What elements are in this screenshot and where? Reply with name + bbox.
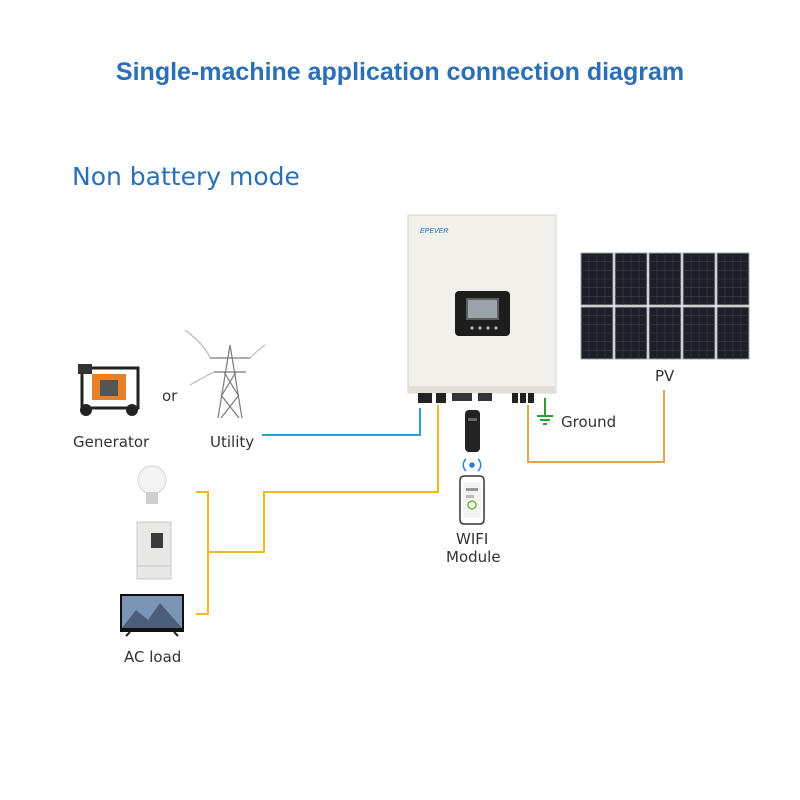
- pv-label: PV: [655, 367, 675, 385]
- inverter-icon: EPEVER: [407, 214, 557, 403]
- svg-text:EPEVER: EPEVER: [420, 228, 448, 235]
- ac-load-label: AC load: [124, 648, 182, 666]
- ac-load-bus-line: [196, 491, 209, 615]
- wifi-dongle-icon: [465, 410, 480, 452]
- ground-icon: [537, 398, 553, 425]
- wifi-label: WIFI: [456, 530, 489, 548]
- generator-icon: [78, 364, 140, 416]
- utility-connection-line: [262, 408, 421, 436]
- mode-subtitle: Non battery mode: [72, 162, 300, 191]
- light-bulb-icon: [137, 465, 167, 504]
- generator-label: Generator: [73, 433, 150, 451]
- power-pylon-icon: [184, 329, 266, 419]
- solar-panel-icon: [580, 252, 750, 360]
- module-label: Module: [446, 548, 501, 566]
- ground-label: Ground: [561, 413, 617, 431]
- ac-load-connection-line: [208, 405, 439, 553]
- refrigerator-icon: [136, 521, 172, 580]
- or-label: or: [162, 387, 178, 405]
- smartphone-icon: [459, 475, 485, 525]
- utility-label: Utility: [210, 433, 255, 451]
- pv-connection-line: [527, 390, 665, 463]
- diagram-title: Single-machine application connection di…: [115, 58, 685, 86]
- wifi-signal-icon: [462, 458, 482, 472]
- television-icon: [120, 594, 184, 637]
